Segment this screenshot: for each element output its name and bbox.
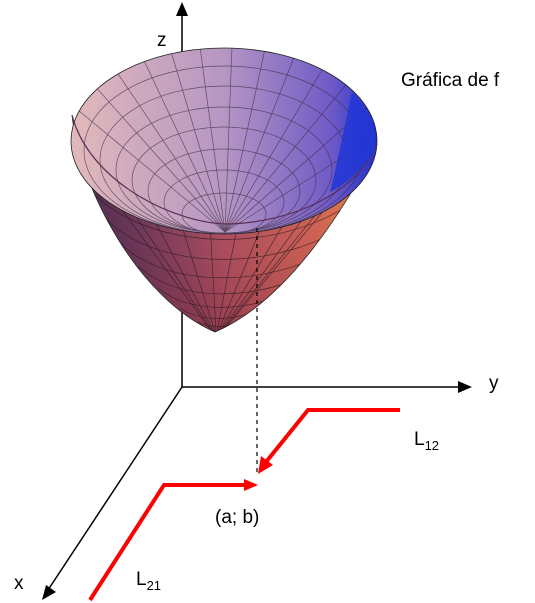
red-paths [88, 408, 400, 602]
path-L21 [88, 483, 248, 602]
graph-title: Gráfica de f [401, 70, 500, 91]
path-L21-arrowhead [244, 479, 258, 491]
y-axis-arrowhead [458, 381, 472, 393]
path-L12-label-main: L [414, 429, 425, 450]
path-L21-label: L21 [136, 569, 161, 593]
axis-y-label: y [489, 373, 499, 394]
path-L12-label: L12 [414, 429, 439, 453]
path-L21-label-main: L [136, 569, 147, 590]
path-L12 [264, 408, 400, 464]
axis-x-label: x [14, 573, 24, 594]
x-axis-arrowhead [42, 585, 56, 600]
paraboloid-surface [70, 47, 378, 333]
path-L21-label-sub: 21 [147, 578, 161, 593]
axis-z-label: z [157, 30, 167, 51]
z-axis-arrowhead [176, 2, 188, 16]
path-L12-arrowhead [258, 456, 273, 474]
x-axis [47, 386, 183, 591]
surface-blue-highlight [330, 92, 376, 192]
point-ab-label: (a; b) [215, 507, 259, 528]
path-L12-label-sub: 12 [425, 438, 439, 453]
surface-inner [70, 47, 378, 235]
